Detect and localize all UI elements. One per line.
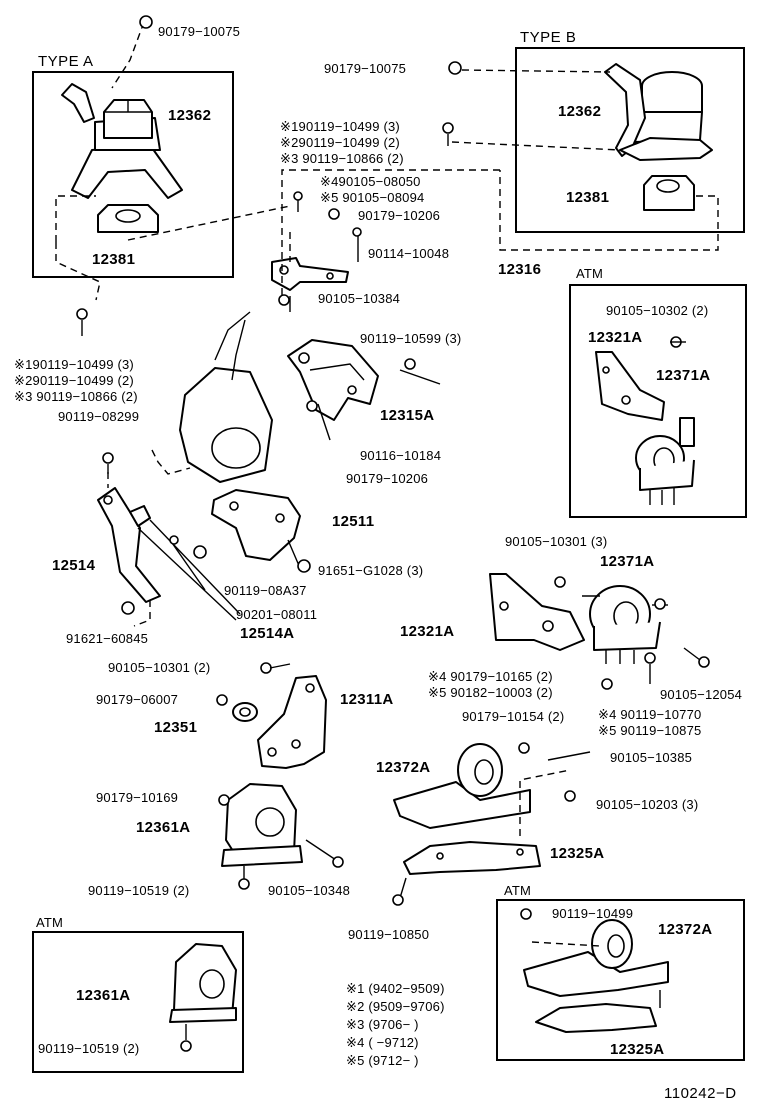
label-12351: 12351 [154, 719, 198, 736]
label-90179-10075-b: 90179−10075 [324, 61, 407, 76]
label-90179-10154: 90179−10154 (2) [462, 709, 565, 724]
label-12361a: 12361A [136, 819, 191, 836]
label-12371a: 12371A [600, 553, 655, 570]
label-l1-90119-10499: ※190119−10499 (3) [14, 357, 134, 372]
bracket-12311a [257, 675, 327, 769]
label-l2-90119-10499: ※290119−10499 (2) [14, 373, 134, 388]
label-90179-10075-a: 90179−10075 [158, 24, 241, 39]
label-12381-a: 12381 [92, 251, 136, 268]
header-atm-upper-right: ATM [576, 266, 604, 281]
header-type-b: TYPE B [520, 29, 577, 46]
label-12316: 12316 [498, 261, 542, 278]
label-90119-10519: 90119−10519 (2) [88, 883, 190, 898]
header-atm-lower-right: ATM [504, 883, 532, 898]
label-91651-g1028: 91651−G1028 (3) [318, 563, 424, 578]
label-12372a-atm: 12372A [658, 921, 713, 938]
collar-12351 [232, 702, 258, 722]
label-90179-06007: 90179−06007 [96, 692, 179, 707]
bracket-12321a [489, 573, 585, 651]
type-b-stopper [643, 175, 695, 211]
label-12311a: 12311A [340, 691, 394, 708]
label-90119-10599: 90119−10599 (3) [360, 331, 462, 346]
header-type-a: TYPE A [38, 53, 94, 70]
type-a-stopper [97, 204, 159, 233]
atm-box-lower-right [496, 899, 745, 1061]
label-90114-10048: 90114−10048 [368, 246, 450, 261]
label-x1-90119-10499: ※190119−10499 (3) [280, 119, 400, 134]
label-90119-10499-atm: 90119−10499 [552, 906, 634, 921]
bracket-12511 [211, 489, 301, 569]
label-90119-10519-atm: 90119−10519 (2) [38, 1041, 140, 1056]
label-x4-90179-10165: ※4 90179−10165 (2) [428, 669, 553, 684]
atm-bracket-12325a [535, 1003, 657, 1033]
rod-12514 [97, 487, 161, 603]
label-12325a: 12325A [550, 845, 605, 862]
atm-mount-12372a [523, 919, 669, 997]
bracket-12316 [271, 257, 349, 291]
label-90119-08299: 90119−08299 [58, 409, 140, 424]
label-90105-10385: 90105−10385 [610, 750, 693, 765]
label-91621-60845: 91621−60845 [66, 631, 149, 646]
label-12511: 12511 [332, 513, 375, 530]
label-12372a: 12372A [376, 759, 431, 776]
type-b-engine-mount [604, 63, 713, 161]
transmission-housing [151, 311, 273, 483]
type-b-box [515, 47, 745, 233]
label-90105-12054: 90105−12054 [660, 687, 743, 702]
label-12381-b: 12381 [566, 189, 610, 206]
legend-note-4: ※4 ( −9712) [346, 1035, 419, 1050]
label-12321a: 12321A [400, 623, 455, 640]
atm-mount-12371a [635, 417, 695, 505]
label-12514a: 12514A [240, 625, 295, 642]
label-12321a-atm: 12321A [588, 329, 643, 346]
type-a-engine-mount [61, 83, 183, 199]
label-l3-90119-10866: ※3 90119−10866 (2) [14, 389, 138, 404]
label-x5-90182-10003: ※5 90182−10003 (2) [428, 685, 553, 700]
atm-box-lower-left [32, 931, 244, 1073]
legend-note-3: ※3 (9706− ) [346, 1017, 419, 1032]
label-x2-90119-10499: ※290119−10499 (2) [280, 135, 400, 150]
label-90179-10206-a: 90179−10206 [358, 208, 441, 223]
label-12514: 12514 [52, 557, 96, 574]
label-12325a-atm: 12325A [610, 1041, 665, 1058]
label-90119-08a37: 90119−08A37 [224, 583, 307, 598]
type-a-box [32, 71, 234, 278]
label-90105-10348: 90105−10348 [268, 883, 351, 898]
label-90179-10206-b: 90179−10206 [346, 471, 429, 486]
mount-12361a [221, 783, 303, 867]
figure-code: 110242−D [664, 1085, 737, 1102]
mount-12372a [393, 743, 531, 829]
label-x5-90119-10875: ※5 90119−10875 [598, 723, 702, 738]
label-x3-90119-10866: ※3 90119−10866 (2) [280, 151, 404, 166]
label-90105-10302: 90105−10302 (2) [606, 303, 709, 318]
label-90116-10184: 90116−10184 [360, 448, 442, 463]
label-x4-90105-08050: ※490105−08050 [320, 174, 421, 189]
mount-12371a [589, 585, 661, 664]
label-12362-b: 12362 [558, 103, 602, 120]
label-90201-08011: 90201−08011 [236, 607, 318, 622]
atm-bracket-12321a [595, 351, 665, 421]
bracket-12315a [287, 339, 379, 421]
label-12371a-atm: 12371A [656, 367, 711, 384]
label-x4-90119-10770: ※4 90119−10770 [598, 707, 702, 722]
label-90179-10169: 90179−10169 [96, 790, 179, 805]
label-12315a: 12315A [380, 407, 435, 424]
header-atm-lower-left: ATM [36, 915, 64, 930]
legend-note-5: ※5 (9712− ) [346, 1053, 419, 1068]
label-90105-10301-2: 90105−10301 (2) [108, 660, 211, 675]
label-12361a-atm: 12361A [76, 987, 131, 1004]
label-x5-90105-08094: ※5 90105−08094 [320, 190, 425, 205]
legend-note-2: ※2 (9509−9706) [346, 999, 445, 1014]
label-12362-a: 12362 [168, 107, 212, 124]
atm-box-upper-right [569, 284, 747, 518]
atm-mount-12361a [169, 943, 237, 1023]
bracket-12325a [403, 841, 541, 875]
legend-note-1: ※1 (9402−9509) [346, 981, 445, 996]
label-90105-10384: 90105−10384 [318, 291, 401, 306]
fastener-icons [76, 15, 710, 1052]
label-90105-10203: 90105−10203 (3) [596, 797, 699, 812]
label-90119-10850: 90119−10850 [348, 927, 430, 942]
label-90105-10301-3: 90105−10301 (3) [505, 534, 608, 549]
